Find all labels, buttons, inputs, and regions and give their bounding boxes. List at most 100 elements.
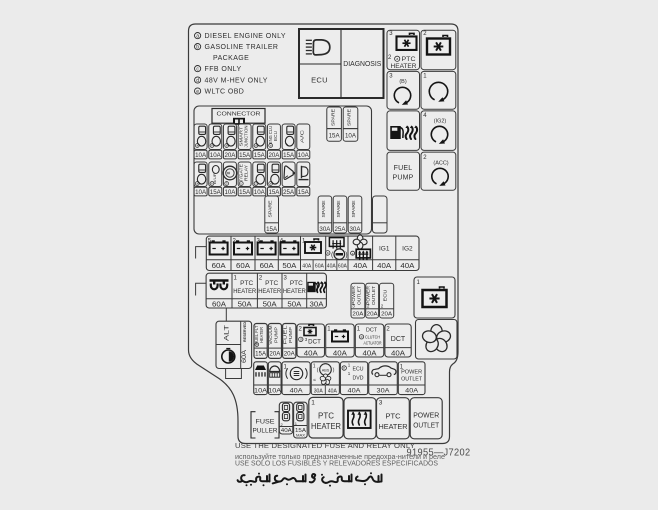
svg-text:CONNECTOR: CONNECTOR <box>217 112 261 118</box>
svg-text:60A: 60A <box>338 263 348 269</box>
svg-text:«: « <box>313 378 316 384</box>
svg-text:48V M-HEV ONLY: 48V M-HEV ONLY <box>205 77 268 84</box>
svg-text:15A: 15A <box>329 132 341 139</box>
svg-text:HEATER: HEATER <box>311 422 341 431</box>
svg-text:15A: 15A <box>268 189 280 196</box>
svg-text:PTC: PTC <box>402 56 416 63</box>
svg-text:40A: 40A <box>281 428 292 434</box>
svg-text:A/C: A/C <box>299 129 305 143</box>
svg-text:FUEL: FUEL <box>282 324 287 344</box>
svg-text:T/GATE: T/GATE <box>239 164 244 182</box>
svg-text:FUEL FLT: FUEL FLT <box>254 325 259 344</box>
svg-text:a: a <box>327 251 329 255</box>
svg-text:2: 2 <box>423 31 427 37</box>
svg-text:SPARE: SPARE <box>268 201 273 218</box>
svg-text:OUTLET: OUTLET <box>401 377 422 383</box>
svg-text:40A: 40A <box>302 263 312 269</box>
svg-text:SPARE: SPARE <box>351 201 356 218</box>
svg-text:40A: 40A <box>391 350 405 357</box>
svg-text:40A: 40A <box>333 350 347 357</box>
svg-text:60A: 60A <box>236 263 250 270</box>
svg-text:1: 1 <box>295 421 298 426</box>
svg-text:40A: 40A <box>328 388 338 394</box>
svg-text:B/UP: B/UP <box>213 172 217 184</box>
svg-text:2: 2 <box>367 304 370 309</box>
svg-text:1: 1 <box>348 371 351 376</box>
svg-text:ECU: ECU <box>273 131 278 141</box>
svg-text:PUMP: PUMP <box>288 327 293 343</box>
svg-text:RELAY: RELAY <box>244 165 249 181</box>
svg-text:2: 2 <box>381 304 384 309</box>
svg-text:3: 3 <box>284 276 288 282</box>
svg-text:используйте только предназначе: используйте только предназначенные предо… <box>235 453 445 461</box>
svg-text:1: 1 <box>417 280 421 286</box>
svg-text:HEATER: HEATER <box>283 288 306 295</box>
svg-text:1: 1 <box>423 74 427 80</box>
svg-text:PTC: PTC <box>240 280 254 287</box>
svg-text:2: 2 <box>299 327 303 333</box>
svg-text:91955—J7202: 91955—J7202 <box>407 446 471 458</box>
svg-text:a: a <box>256 343 258 347</box>
svg-text:30A: 30A <box>314 388 324 394</box>
svg-text:15A: 15A <box>210 189 222 196</box>
svg-text:4: 4 <box>423 113 427 119</box>
svg-text:DCT: DCT <box>308 339 321 346</box>
svg-text:15A: 15A <box>283 152 295 159</box>
svg-text:SPARE: SPARE <box>347 109 352 126</box>
svg-text:1: 1 <box>311 400 315 407</box>
svg-text:DCT: DCT <box>366 328 378 334</box>
svg-text:HEATER: HEATER <box>259 327 264 343</box>
svg-text:3: 3 <box>379 400 383 407</box>
svg-text:20A: 20A <box>268 152 280 159</box>
svg-text:15A: 15A <box>295 428 306 434</box>
svg-text:10A: 10A <box>224 189 236 196</box>
svg-text:15A: 15A <box>255 350 267 357</box>
svg-text:2: 2 <box>386 327 390 333</box>
svg-text:10A: 10A <box>268 388 282 395</box>
svg-text:MAX: MAX <box>296 434 306 438</box>
svg-text:USE SOLO LOS FUSIBLES Y RELEVA: USE SOLO LOS FUSIBLES Y RELEVADORES ESPE… <box>235 461 438 468</box>
svg-text:a: a <box>255 144 257 148</box>
svg-text:ECU: ECU <box>383 290 388 302</box>
svg-text:40A: 40A <box>353 263 367 270</box>
svg-text:1: 1 <box>284 364 288 370</box>
svg-text:FUSE: FUSE <box>256 419 275 426</box>
svg-text:VACUUM: VACUUM <box>268 325 273 345</box>
svg-text:SPARE: SPARE <box>336 201 341 218</box>
svg-text:): ) <box>333 368 335 374</box>
svg-text:PACKAGE: PACKAGE <box>213 55 249 62</box>
svg-text:PUMP: PUMP <box>392 175 413 182</box>
svg-text:3: 3 <box>257 238 261 244</box>
svg-text:1: 1 <box>255 182 257 186</box>
svg-text:HEATER: HEATER <box>233 288 256 295</box>
svg-text:20A: 20A <box>224 152 236 159</box>
svg-text:15A: 15A <box>239 152 251 159</box>
svg-text:20A: 20A <box>352 311 363 317</box>
svg-text:ALT: ALT <box>223 325 230 341</box>
svg-text:b: b <box>211 182 213 186</box>
svg-text:10A: 10A <box>254 388 268 395</box>
svg-text:25A: 25A <box>283 189 295 196</box>
svg-text:a: a <box>196 182 198 186</box>
svg-text:e: e <box>196 89 199 95</box>
svg-text:10A: 10A <box>195 152 207 159</box>
svg-text:POWER: POWER <box>401 369 422 375</box>
svg-text:(: ( <box>317 368 319 374</box>
svg-text:3: 3 <box>226 182 228 186</box>
svg-text:FUEL: FUEL <box>394 165 413 172</box>
svg-text:a: a <box>352 251 354 255</box>
svg-text:DIESEL ENGINE ONLY: DIESEL ENGINE ONLY <box>205 33 286 40</box>
svg-text:PTC: PTC <box>386 411 402 420</box>
svg-text:2: 2 <box>281 422 284 427</box>
svg-text:10A: 10A <box>254 189 266 196</box>
svg-text:1: 1 <box>348 362 351 367</box>
svg-text:20A: 20A <box>367 311 378 317</box>
svg-text:PTC: PTC <box>265 280 279 287</box>
svg-text:a: a <box>270 144 272 148</box>
svg-text:15A: 15A <box>298 189 310 196</box>
svg-text:1: 1 <box>357 327 361 333</box>
svg-text:POWER: POWER <box>351 286 356 305</box>
svg-text:B: B <box>226 171 231 174</box>
svg-text:40A: 40A <box>363 350 377 357</box>
svg-text:40A: 40A <box>327 263 337 269</box>
